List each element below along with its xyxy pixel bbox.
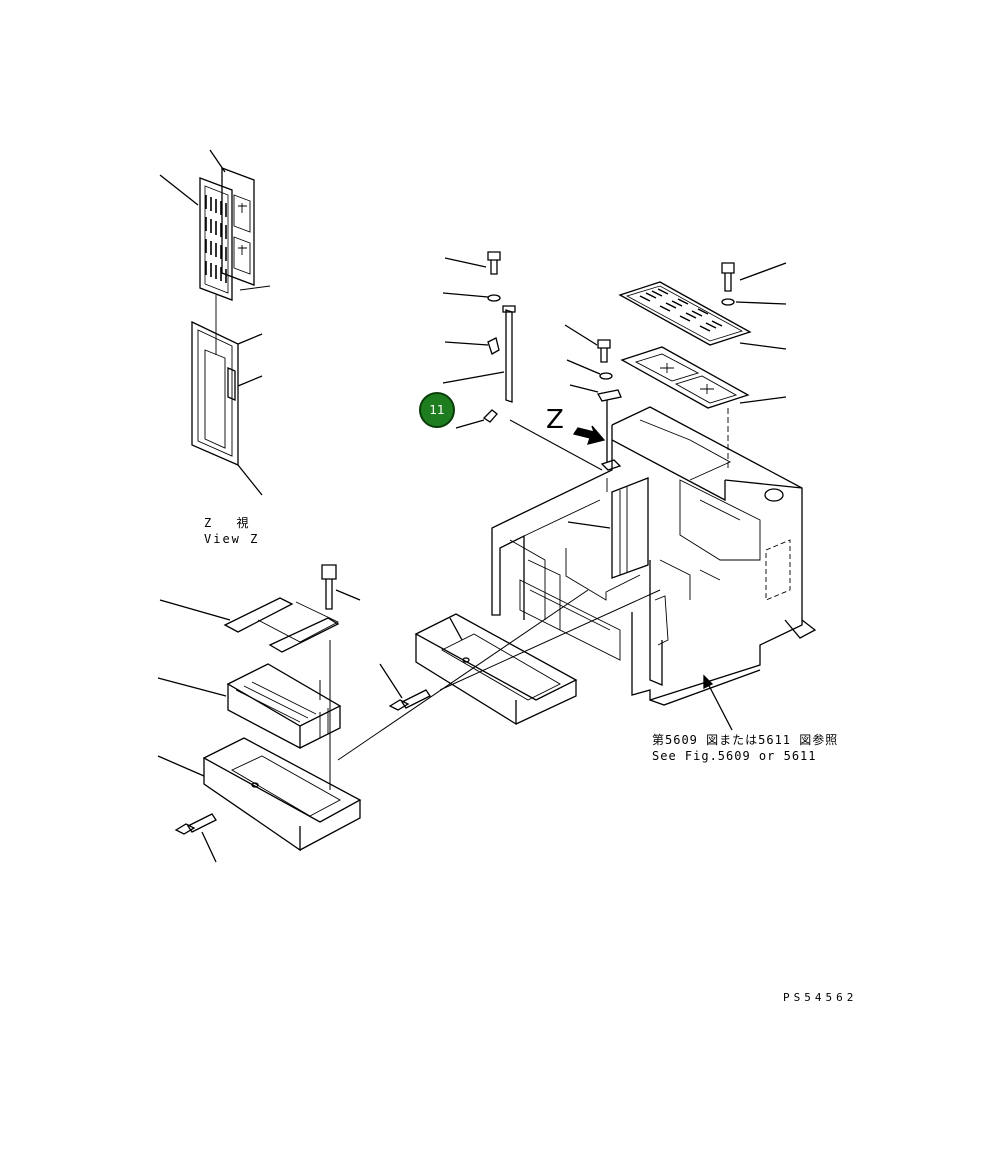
main-frame bbox=[491, 406, 817, 706]
lower-fastener-stack bbox=[564, 324, 622, 471]
assembly-lines bbox=[319, 419, 661, 790]
lower-tray bbox=[157, 737, 362, 852]
center-tray bbox=[414, 613, 578, 726]
vertical-panel bbox=[567, 477, 649, 579]
upper-bolt-stack bbox=[442, 251, 516, 429]
bracket-plates bbox=[159, 597, 340, 653]
view-z-grille-cover bbox=[159, 174, 233, 301]
view-arrow bbox=[572, 425, 606, 445]
lower-bolt bbox=[174, 813, 217, 863]
view-z-caption-en: View Z bbox=[204, 532, 260, 546]
long-bolt bbox=[321, 564, 361, 610]
view-z-caption-jp: Z 視 bbox=[204, 516, 251, 530]
view-z-filter-panel bbox=[209, 149, 255, 286]
callout-11-badge[interactable]: 11 bbox=[419, 392, 455, 428]
view-arrow-letter: Z bbox=[546, 405, 564, 435]
filter-box bbox=[157, 663, 342, 750]
top-grille-cover bbox=[618, 281, 752, 346]
view-z-frame bbox=[191, 285, 271, 496]
reference-leader bbox=[703, 674, 733, 731]
drawing-number: PS54562 bbox=[783, 991, 858, 1004]
top-filter-panel bbox=[620, 346, 750, 470]
reference-caption-jp: 第5609 図または5611 図参照 bbox=[652, 733, 839, 747]
reference-caption-en: See Fig.5609 or 5611 bbox=[652, 749, 817, 763]
top-bolt bbox=[721, 262, 787, 404]
center-bolt bbox=[379, 663, 431, 711]
